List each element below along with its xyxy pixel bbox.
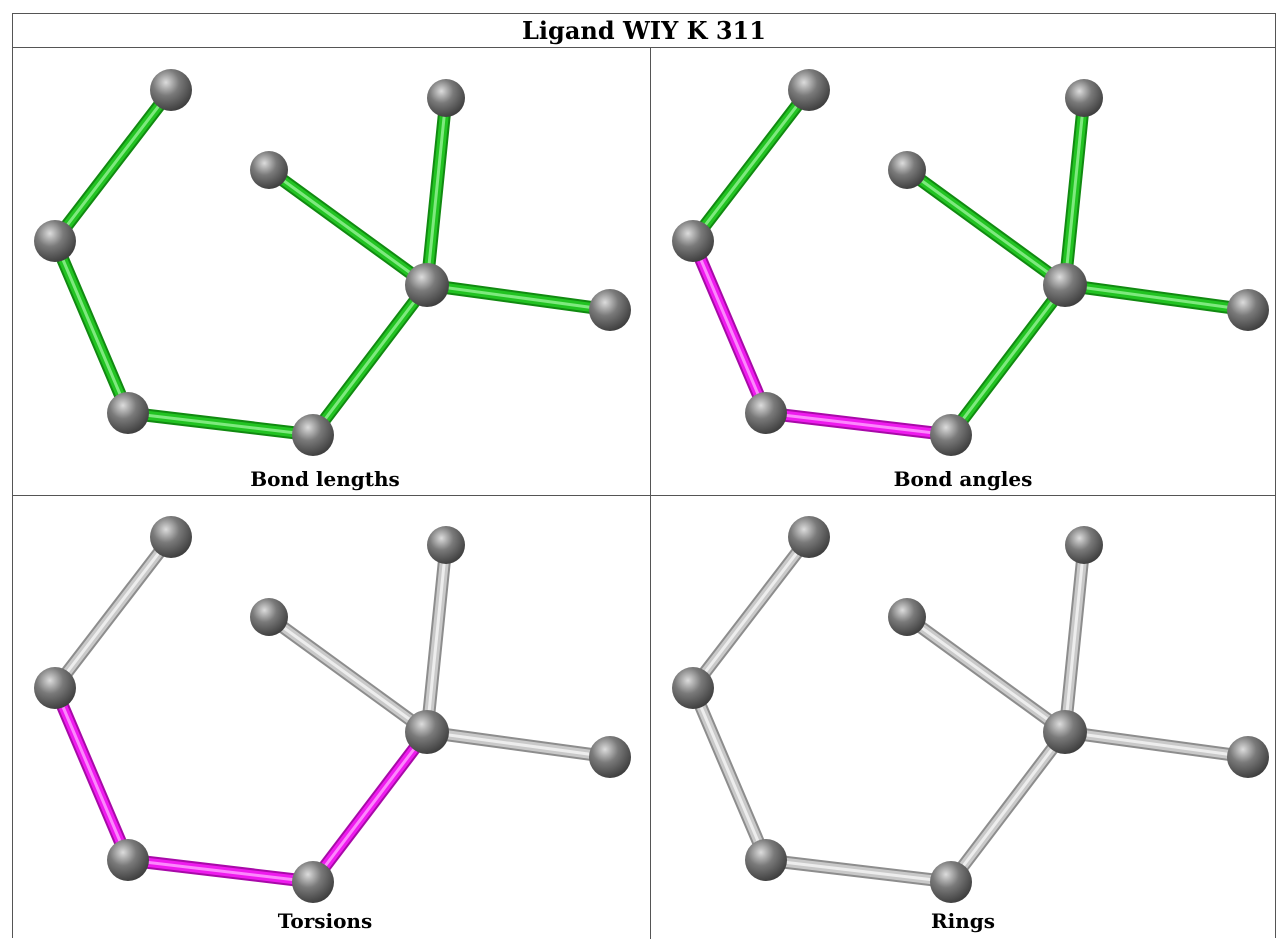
bond-A5-A6 [420,538,453,739]
bond-A2-A3 [686,234,773,420]
bond-A5-A7 [900,163,1072,292]
panel-rings: Rings [651,496,1275,942]
bond-A2-A3 [686,681,773,867]
ligand-figure: Ligand WIY K 311 Bond lengths Bond angle… [12,13,1276,939]
atom-A3 [107,839,149,881]
panel-bond-lengths: Bond lengths [13,49,637,495]
bond-A2-A3 [48,234,135,420]
molecule-bond-lengths [34,69,631,456]
atom-A1 [150,516,192,558]
bond-A4-A5 [306,725,434,889]
atom-A7 [250,151,288,189]
divider-horizontal [13,495,1275,496]
caption-bond-lengths: Bond lengths [250,467,400,491]
bond-A2-A3 [48,681,135,867]
bonds [686,530,1255,889]
atom-A6 [427,526,465,564]
bond-A1-A2 [686,530,816,695]
atoms [672,516,1269,903]
bond-A1-A2 [48,530,178,695]
bond-A5-A8 [420,725,617,764]
bond-A5-A6 [420,91,453,292]
atom-A8 [1227,736,1269,778]
atom-A5 [405,710,449,754]
bonds [686,83,1255,442]
atom-A3 [745,839,787,881]
molecule-rings [672,516,1269,903]
atom-A1 [788,69,830,111]
atoms [672,69,1269,456]
bond-A5-A7 [900,610,1072,739]
atom-A3 [107,392,149,434]
atom-A8 [1227,289,1269,331]
atom-A2 [672,220,714,262]
bond-A5-A8 [420,278,617,317]
atom-A5 [1043,263,1087,307]
atom-A1 [788,516,830,558]
atom-A2 [34,667,76,709]
molecule-torsions [34,516,631,903]
atom-A4 [292,861,334,903]
atom-A8 [589,289,631,331]
bond-A5-A8 [1058,725,1255,764]
atom-A1 [150,69,192,111]
bond-A5-A7 [262,163,434,292]
bond-A5-A8 [1058,278,1255,317]
bond-A3-A4 [759,853,958,889]
bond-A4-A5 [306,278,434,442]
atom-A7 [888,151,926,189]
atom-A8 [589,736,631,778]
atom-A4 [930,861,972,903]
caption-rings: Rings [930,909,995,933]
atom-A2 [34,220,76,262]
bonds [48,530,617,889]
atom-A6 [427,79,465,117]
panel-bond-angles: Bond angles [651,49,1275,495]
molecule-bond-angles [672,69,1269,456]
atom-A5 [405,263,449,307]
bond-A5-A6 [1058,91,1091,292]
divider-vertical [650,48,651,939]
atom-A4 [930,414,972,456]
bond-A4-A5 [944,278,1072,442]
bond-A5-A6 [1058,538,1091,739]
bond-A3-A4 [121,406,320,442]
bond-A4-A5 [944,725,1072,889]
caption-bond-angles: Bond angles [893,467,1033,491]
atoms [34,69,631,456]
bonds [48,83,617,442]
bond-A1-A2 [48,83,178,248]
bond-A3-A4 [121,853,320,889]
atom-A6 [1065,526,1103,564]
caption-torsions: Torsions [277,909,373,933]
bond-A3-A4 [759,406,958,442]
figure-title: Ligand WIY K 311 [13,14,1275,48]
atoms [34,516,631,903]
atom-A3 [745,392,787,434]
atom-A4 [292,414,334,456]
bond-A5-A7 [262,610,434,739]
atom-A7 [888,598,926,636]
bond-A1-A2 [686,83,816,248]
panel-torsions: Torsions [13,496,637,942]
atom-A7 [250,598,288,636]
atom-A6 [1065,79,1103,117]
atom-A5 [1043,710,1087,754]
atom-A2 [672,667,714,709]
